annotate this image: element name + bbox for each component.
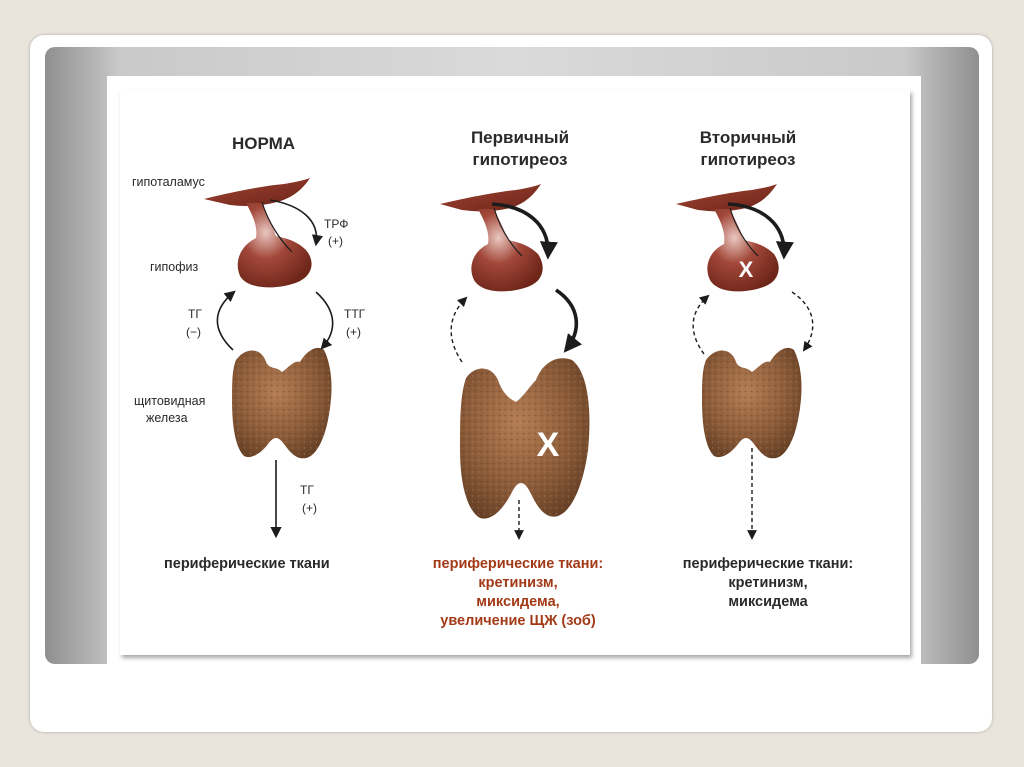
primary-title-line2: гипотиреоз: [473, 150, 568, 169]
ttg-arrow: [315, 291, 334, 350]
trf-return-line: [261, 201, 293, 253]
primary-tissue-line2: кретинизм,: [478, 575, 557, 591]
norm-tissue-label: периферические ткани: [164, 556, 330, 572]
column-secondary: Вторичный гипотиреоз X периферические тк…: [676, 128, 853, 610]
ttg-sign: (+): [346, 325, 361, 339]
column-norm: НОРМА гипоталамус гипофиз щитовидная жел…: [132, 134, 366, 572]
thyroid-texture-norm: [232, 347, 332, 459]
primary-return-line: [493, 207, 523, 257]
secondary-thyroid-texture: [702, 347, 802, 459]
secondary-ttg-dashed-arrow: [791, 291, 814, 352]
primary-pituitary-shape: [471, 209, 543, 292]
primary-ttg-arrow: [554, 288, 583, 353]
tg-output-sign: (+): [302, 501, 317, 515]
norm-title: НОРМА: [232, 134, 295, 153]
secondary-return-line: [729, 207, 759, 257]
secondary-title-line2: гипотиреоз: [701, 150, 796, 169]
secondary-hypothalamus-shape: [676, 184, 777, 212]
thyroid-label-line2: железа: [146, 411, 188, 425]
primary-hypothalamus-shape: [440, 184, 541, 212]
column-primary: Первичный гипотиреоз X периферические тк…: [433, 128, 603, 629]
secondary-trf-arrow: [727, 202, 794, 260]
tg-feedback-arrow: [216, 290, 236, 351]
primary-tissue-line3: миксидема,: [476, 594, 559, 610]
primary-block-mark: X: [537, 426, 560, 464]
pituitary-label: гипофиз: [150, 260, 199, 274]
primary-tissue-line1: периферические ткани:: [433, 556, 603, 572]
trf-arrow: [269, 199, 323, 247]
trf-sign: (+): [328, 234, 343, 248]
tg-feedback-label: ТГ: [188, 307, 202, 321]
primary-tissue-text: периферические ткани: кретинизм, миксиде…: [433, 556, 603, 629]
secondary-feedback-dashed-arrow: [692, 294, 710, 355]
hypothalamus-shape: [204, 178, 310, 206]
primary-trf-arrow: [491, 202, 558, 260]
tg-feedback-sign: (−): [186, 325, 201, 339]
primary-thyroid-texture: [460, 358, 590, 519]
hypothalamus-label: гипоталамус: [132, 175, 205, 189]
secondary-tissue-line2: кретинизм,: [728, 575, 807, 591]
secondary-tissue-line1: периферические ткани:: [683, 556, 853, 572]
pituitary-shape: [237, 203, 312, 288]
secondary-title-line1: Вторичный: [700, 128, 796, 147]
trf-label: ТРФ: [324, 217, 348, 231]
primary-title-line1: Первичный: [471, 128, 569, 147]
secondary-block-mark: X: [739, 257, 754, 282]
primary-feedback-dashed-arrow: [450, 296, 468, 363]
primary-tissue-line4: увеличение ЩЖ (зоб): [440, 613, 596, 629]
thyroid-label-line1: щитовидная: [134, 394, 205, 408]
secondary-tissue-line3: миксидема: [728, 594, 808, 610]
tg-output-label: ТГ: [300, 483, 314, 497]
ttg-label: ТТГ: [344, 307, 366, 321]
secondary-pituitary-shape: [707, 209, 779, 292]
